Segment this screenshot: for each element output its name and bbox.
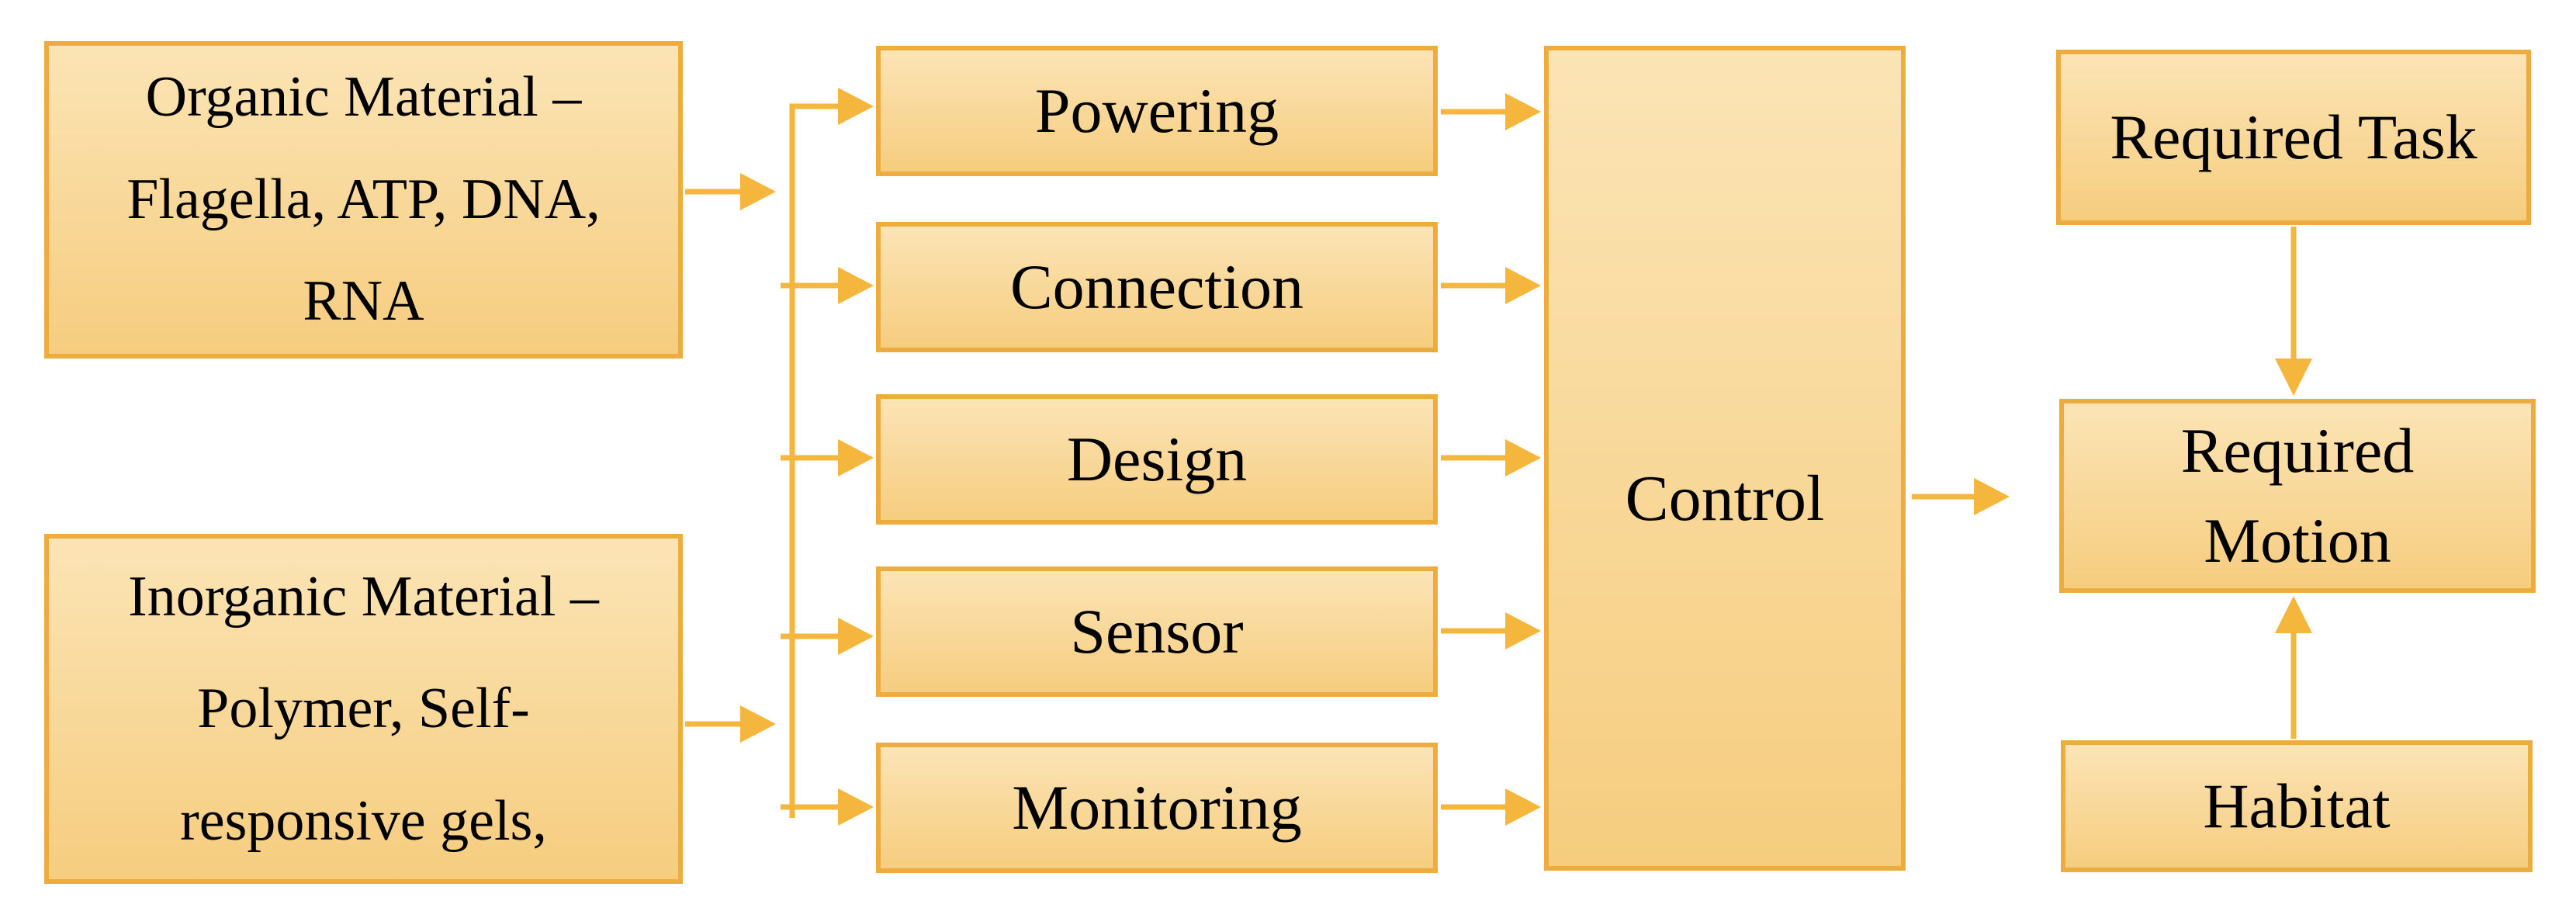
- node-control-label: Control: [1625, 462, 1825, 535]
- connector-connection-to-control: [1441, 267, 1541, 304]
- connector-design-to-control: [1441, 439, 1541, 476]
- connector-required-task-to-required-motion: [2275, 227, 2312, 396]
- branch-line: [789, 88, 874, 818]
- node-organic-material-text: Organic Material – Flagella, ATP, DNA, R…: [49, 47, 678, 353]
- node-habitat: Habitat: [2061, 740, 2533, 872]
- node-required-task-label: Required Task: [2110, 102, 2477, 172]
- connector-control-to-required-motion: [1912, 478, 2010, 515]
- text-line: responsive gels,: [180, 788, 547, 853]
- node-sensor: Sensor: [876, 566, 1438, 697]
- text-line: Required: [2180, 414, 2415, 486]
- connector-branch-to-design: [781, 439, 874, 476]
- node-required-task: Required Task: [2056, 50, 2531, 225]
- node-design-label: Design: [1066, 424, 1248, 494]
- node-organic-material: Organic Material – Flagella, ATP, DNA, R…: [44, 41, 683, 359]
- text-line: Flagella, ATP, DNA,: [126, 167, 601, 231]
- connector-branch-to-sensor: [781, 618, 874, 655]
- node-monitoring-label: Monitoring: [1012, 772, 1302, 843]
- node-control: Control: [1544, 46, 1906, 871]
- node-inorganic-material-text: Inorganic Material – Polymer, Self- resp…: [49, 541, 678, 877]
- node-powering: Powering: [876, 46, 1438, 176]
- connector-monitoring-to-control: [1441, 788, 1541, 826]
- connector-organic-to-branch: [685, 173, 776, 210]
- node-required-motion: Required Motion: [2059, 399, 2536, 593]
- connector-sensor-to-control: [1441, 612, 1541, 650]
- node-monitoring: Monitoring: [876, 743, 1438, 873]
- node-powering-label: Powering: [1034, 75, 1279, 146]
- node-connection: Connection: [876, 222, 1438, 352]
- node-inorganic-material: Inorganic Material – Polymer, Self- resp…: [44, 534, 683, 884]
- text-line: RNA: [303, 269, 424, 334]
- node-required-motion-text: Required Motion: [2064, 406, 2531, 587]
- text-line: Inorganic Material –: [128, 565, 599, 629]
- connector-habitat-to-required-motion: [2275, 596, 2312, 739]
- node-connection-label: Connection: [1009, 251, 1304, 322]
- text-line: Organic Material –: [145, 64, 582, 129]
- text-line: Motion: [2204, 505, 2391, 576]
- connector-powering-to-control: [1441, 93, 1541, 130]
- connector-branch-to-monitoring: [781, 788, 874, 826]
- connector-inorganic-to-branch: [685, 705, 776, 743]
- node-design: Design: [876, 394, 1438, 525]
- node-sensor-label: Sensor: [1070, 596, 1244, 667]
- connector-branch-to-connection: [781, 267, 874, 304]
- text-line: Polymer, Self-: [197, 677, 530, 741]
- node-habitat-label: Habitat: [2203, 771, 2391, 841]
